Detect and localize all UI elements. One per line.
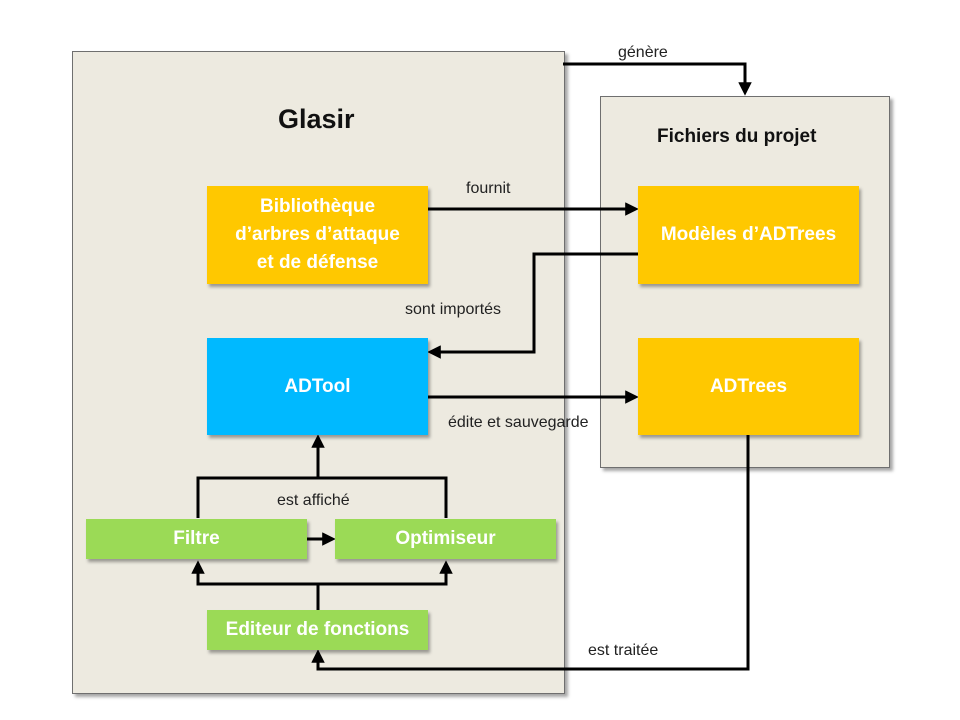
label-imported: sont importés	[405, 301, 502, 318]
edge-editor-split	[191, 560, 320, 610]
library-line-1: Bibliothèque	[259, 196, 376, 217]
edge-imported	[427, 252, 638, 359]
edge-displayed	[196, 476, 448, 518]
label-displayed: est affiché	[277, 492, 350, 509]
adtree-models-box: Modèles d’ADTrees	[638, 186, 859, 284]
function-editor-box: Editeur de fonctions	[207, 610, 428, 650]
library-box: Bibliothèque d’arbres d’attaque et de dé…	[207, 186, 428, 284]
edge-generates	[563, 62, 752, 96]
edge-processed	[311, 434, 750, 671]
adtrees-box: ADTrees	[638, 338, 859, 435]
library-line-3: et de défense	[256, 252, 379, 273]
adtool-box: ADTool	[207, 338, 428, 435]
project-files-title: Fichiers du projet	[657, 126, 817, 147]
library-line-2: d’arbres d’attaque	[235, 224, 400, 245]
filter-box: Filtre	[86, 519, 307, 559]
label-provides: fournit	[466, 180, 511, 197]
label-generates: génère	[618, 44, 668, 61]
label-processed: est traitée	[588, 642, 659, 659]
glasir-title: Glasir	[278, 104, 355, 134]
label-edits-saves: édite et sauvegarde	[448, 414, 589, 431]
edge-editor-optimizer	[318, 560, 453, 586]
optimizer-box: Optimiseur	[335, 519, 556, 559]
